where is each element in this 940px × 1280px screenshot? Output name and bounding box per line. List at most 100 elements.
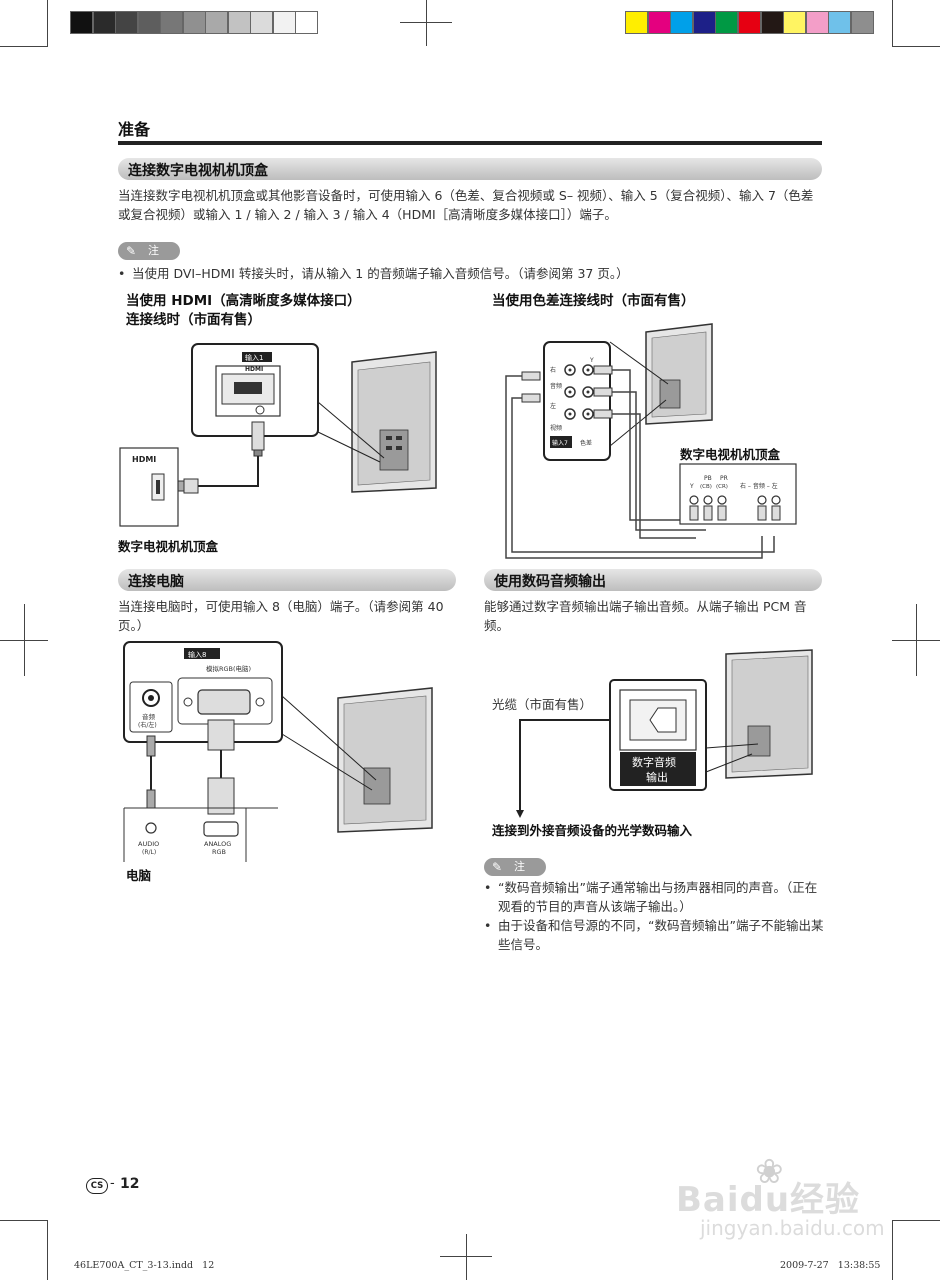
gray-swatch <box>227 11 251 34</box>
tv-rear-panel <box>351 351 437 493</box>
stb-device-box <box>119 447 179 527</box>
stb-pr-label: PR <box>720 475 728 482</box>
process-swatch <box>805 11 829 34</box>
hdmi-device-caption: 数字电视机机顶盒 <box>118 539 219 554</box>
pc-audio-port-label: AUDIO <box>138 840 159 848</box>
component-heading: 当使用色差连接线时（市面有售） <box>492 293 695 309</box>
tv-rear-panel <box>645 323 713 425</box>
hdmi-logo-text: HDMI <box>245 366 263 373</box>
pc-audio-sub-label: (右/左) <box>138 721 157 729</box>
optical-port-label-2: 输出 <box>646 770 668 784</box>
component-connection-diagram: 右 音频 左 视频 Y 输入7 色差 Y PB (CB) PR (CR) 右 –… <box>505 323 797 559</box>
crop-mark <box>24 604 25 676</box>
gray-swatch <box>205 11 228 34</box>
pc-device-caption: 电脑 <box>126 868 152 883</box>
pc-body-text: 当连接电脑时，可使用输入 8（电脑）端子。（请参阅第 40 页。） <box>118 599 444 633</box>
page-number-dash: - <box>110 1176 115 1191</box>
hdmi-heading-line2: 连接线时（市面有售） <box>126 312 261 328</box>
print-date-time: 2009-7-27 13:38:55 <box>780 1260 881 1271</box>
digital-audio-diagram: 数字音频 输出 <box>516 649 813 818</box>
stb-hdmi-logo: HDMI <box>132 455 156 464</box>
note-badge-label: 注 <box>148 244 159 257</box>
process-swatch <box>670 11 694 34</box>
pc-rgb-label: 模拟RGB(电脑) <box>206 664 251 673</box>
tv-rear-panel <box>725 649 813 779</box>
note-pencil-icon: ✎ <box>492 860 503 874</box>
crop-mark <box>0 1220 48 1221</box>
section-heading: 准备 <box>118 120 151 139</box>
watermark-brand: Baidu经验 <box>676 1180 861 1220</box>
note-badge: ✎ 注 <box>484 858 546 876</box>
audio-note-item: “数码音频输出”端子通常输出与扬声器相同的声音。（正在观看的节目的声音从该端子输… <box>484 878 824 916</box>
audio-body-text: 能够通过数字音频输出端子输出音频。从端子输出 PCM 音频。 <box>484 599 807 633</box>
stb-audio-label: 右 – 音频 – 左 <box>740 482 778 490</box>
gray-swatch <box>70 11 93 34</box>
stb-y-label: Y <box>689 483 694 490</box>
pc-analog-label: ANALOG <box>204 840 231 848</box>
pc-audio-label: 音频 <box>142 712 156 721</box>
panel-label-video: 视频 <box>550 424 562 432</box>
language-badge-text: CS <box>90 1181 104 1191</box>
stb-body-text: 当连接数字电视机机顶盒或其他影音设备时，可使用输入 6（色差、复合视频或 S– … <box>118 188 814 222</box>
component-jacks <box>564 364 594 420</box>
crop-mark <box>400 22 452 23</box>
panel-input-label: 输入7 <box>552 439 568 447</box>
pc-section-pill: 连接电脑 <box>118 569 456 591</box>
process-swatch <box>783 11 807 34</box>
gray-swatch <box>295 11 318 34</box>
tv-rear-panel <box>337 687 433 833</box>
crop-mark <box>916 604 917 676</box>
hdmi-input-label: 输入1 <box>245 353 263 362</box>
gray-swatch <box>115 11 138 34</box>
component-device-title: 数字电视机机顶盒 <box>680 447 781 462</box>
crop-mark <box>47 0 48 46</box>
note-pencil-icon: ✎ <box>126 244 137 258</box>
hdmi-heading-line1: 当使用 HDMI（高清晰度多媒体接口） <box>126 293 361 309</box>
crop-mark <box>892 1220 940 1221</box>
process-swatch <box>715 11 739 34</box>
hdmi-connection-diagram: 输入1 HDMI HDMI <box>119 343 437 527</box>
page-number: 12 <box>120 1176 140 1192</box>
crop-mark <box>426 0 427 46</box>
audio-note-list: “数码音频输出”端子通常输出与扬声器相同的声音。（正在观看的节目的声音从该端子输… <box>484 878 824 954</box>
optical-cable-label: 光缆（市面有售） <box>492 697 593 712</box>
process-swatch <box>828 11 852 34</box>
process-swatch <box>760 11 784 34</box>
crop-mark <box>892 46 940 47</box>
print-file-name: 46LE700A_CT_3-13.indd 12 <box>74 1260 215 1271</box>
gray-swatch <box>160 11 183 34</box>
crop-mark <box>47 1220 48 1280</box>
pc-rgb-port-label: RGB <box>212 848 226 856</box>
stb-note-item: 当使用 DVI–HDMI 转接头时，请从输入 1 的音频端子输入音频信号。（请参… <box>118 264 822 283</box>
process-swatch <box>647 11 671 34</box>
crop-mark <box>440 1256 492 1257</box>
gray-swatch <box>92 11 116 34</box>
crop-mark <box>892 0 893 46</box>
gray-swatch <box>137 11 161 34</box>
note-badge-label: 注 <box>514 860 525 873</box>
note-badge: ✎ 注 <box>118 242 180 260</box>
stb-section-pill: 连接数字电视机机顶盒 <box>118 158 822 180</box>
header-rule <box>118 141 822 145</box>
process-swatch <box>851 11 874 34</box>
optical-port-label-1: 数字音频 <box>632 755 676 769</box>
watermark-url: jingyan.baidu.com <box>700 1216 885 1240</box>
pc-audio-port-sub: (R/L) <box>142 849 156 856</box>
process-swatch <box>692 11 716 34</box>
crop-mark <box>466 1234 467 1280</box>
crop-mark <box>0 46 48 47</box>
process-swatch <box>625 11 648 34</box>
audio-note-item: 由于设备和信号源的不同，“数码音频输出”端子不能输出某些信号。 <box>484 916 824 954</box>
panel-label-audio: 音频 <box>550 382 562 390</box>
stb-pb-sub-label: (CB) <box>700 484 712 490</box>
gray-swatch <box>272 11 296 34</box>
gray-swatch <box>250 11 273 34</box>
pc-connection-diagram: 输入8 模拟RGB(电脑) 音频 (右/左) AUDIO (R/L) ANALO… <box>123 641 433 862</box>
pc-section-title: 连接电脑 <box>128 574 184 590</box>
stb-note-list: 当使用 DVI–HDMI 转接头时，请从输入 1 的音频端子输入音频信号。（请参… <box>118 264 822 283</box>
process-swatch <box>738 11 761 34</box>
panel-label-left: 左 <box>550 402 556 410</box>
audio-section-pill: 使用数码音频输出 <box>484 569 822 591</box>
language-badge: CS <box>86 1178 108 1194</box>
stb-pb-label: PB <box>704 475 712 482</box>
